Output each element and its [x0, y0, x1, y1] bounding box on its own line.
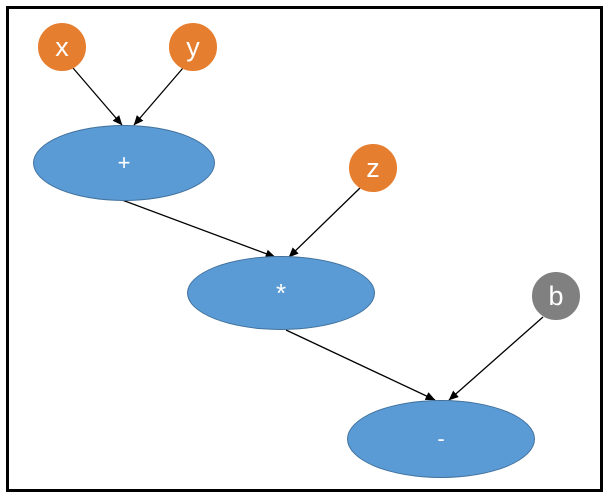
node-label-times: *: [275, 278, 287, 308]
edge-plus-to-times: [121, 199, 276, 258]
node-x[interactable]: x: [38, 23, 86, 71]
node-b[interactable]: b: [532, 272, 580, 320]
node-label-x: x: [55, 31, 69, 62]
node-label-z: z: [366, 152, 380, 183]
edge-x-to-plus: [72, 67, 123, 126]
node-minus[interactable]: -: [347, 400, 535, 478]
node-label-y: y: [186, 31, 200, 62]
edge-times-to-minus: [285, 329, 436, 401]
node-label-b: b: [548, 280, 564, 311]
diagram-border-frame: [6, 6, 603, 492]
node-z[interactable]: z: [349, 144, 397, 192]
node-label-minus: -: [437, 426, 445, 451]
edge-z-to-times: [288, 187, 361, 258]
edge-group: [72, 67, 544, 401]
node-label-plus: +: [117, 150, 131, 175]
edge-y-to-plus: [133, 67, 184, 126]
edge-b-to-minus: [448, 316, 544, 401]
node-times[interactable]: *: [187, 256, 375, 330]
node-plus[interactable]: +: [33, 125, 215, 201]
node-y[interactable]: y: [169, 23, 217, 71]
